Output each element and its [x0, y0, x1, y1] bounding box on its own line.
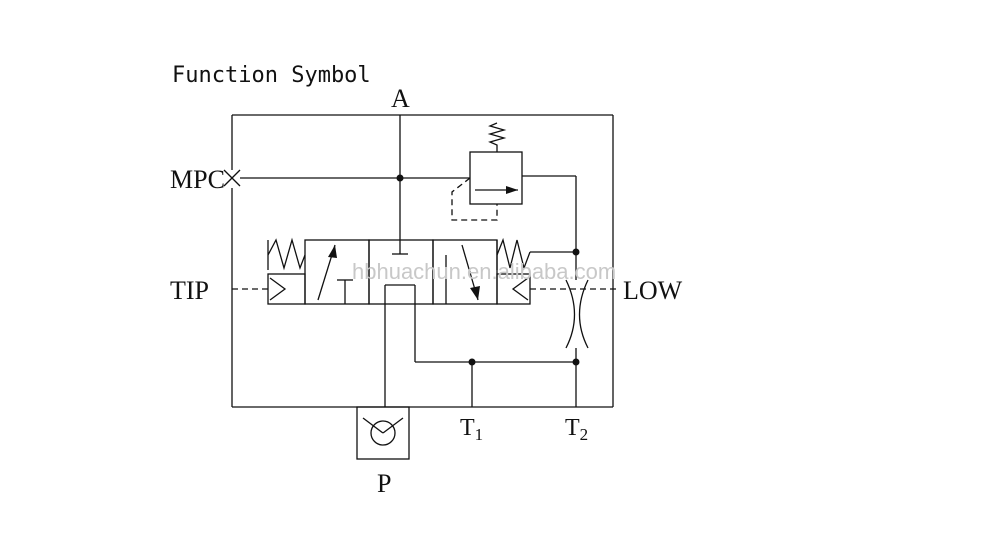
check-valve: [356, 406, 410, 460]
low-pilot: [496, 273, 620, 305]
orifice: [565, 252, 589, 407]
junction-a-mpc: [396, 174, 404, 182]
watermark: hbhuachun.en.alibaba.com: [352, 259, 616, 284]
port-tip-label: TIP: [170, 276, 209, 305]
left-spring: [267, 237, 306, 271]
tip-pilot: [232, 273, 306, 305]
port-p-label: P: [377, 469, 391, 498]
port-a-label: A: [391, 84, 410, 113]
directional-valve: [304, 239, 498, 305]
port-low-label: LOW: [623, 276, 683, 305]
mpc-line: [223, 169, 470, 187]
junction-t1: [468, 358, 476, 366]
port-t2-label: T2: [565, 415, 588, 444]
right-spring: [496, 237, 576, 271]
tank-lines: [414, 304, 576, 407]
port-mpc-label: MPC: [170, 165, 225, 194]
valve-body-outline: [231, 114, 614, 408]
diagram-title: Function Symbol: [172, 63, 371, 88]
pressure-valve: [451, 122, 577, 252]
port-t1-label: T1: [460, 415, 483, 444]
